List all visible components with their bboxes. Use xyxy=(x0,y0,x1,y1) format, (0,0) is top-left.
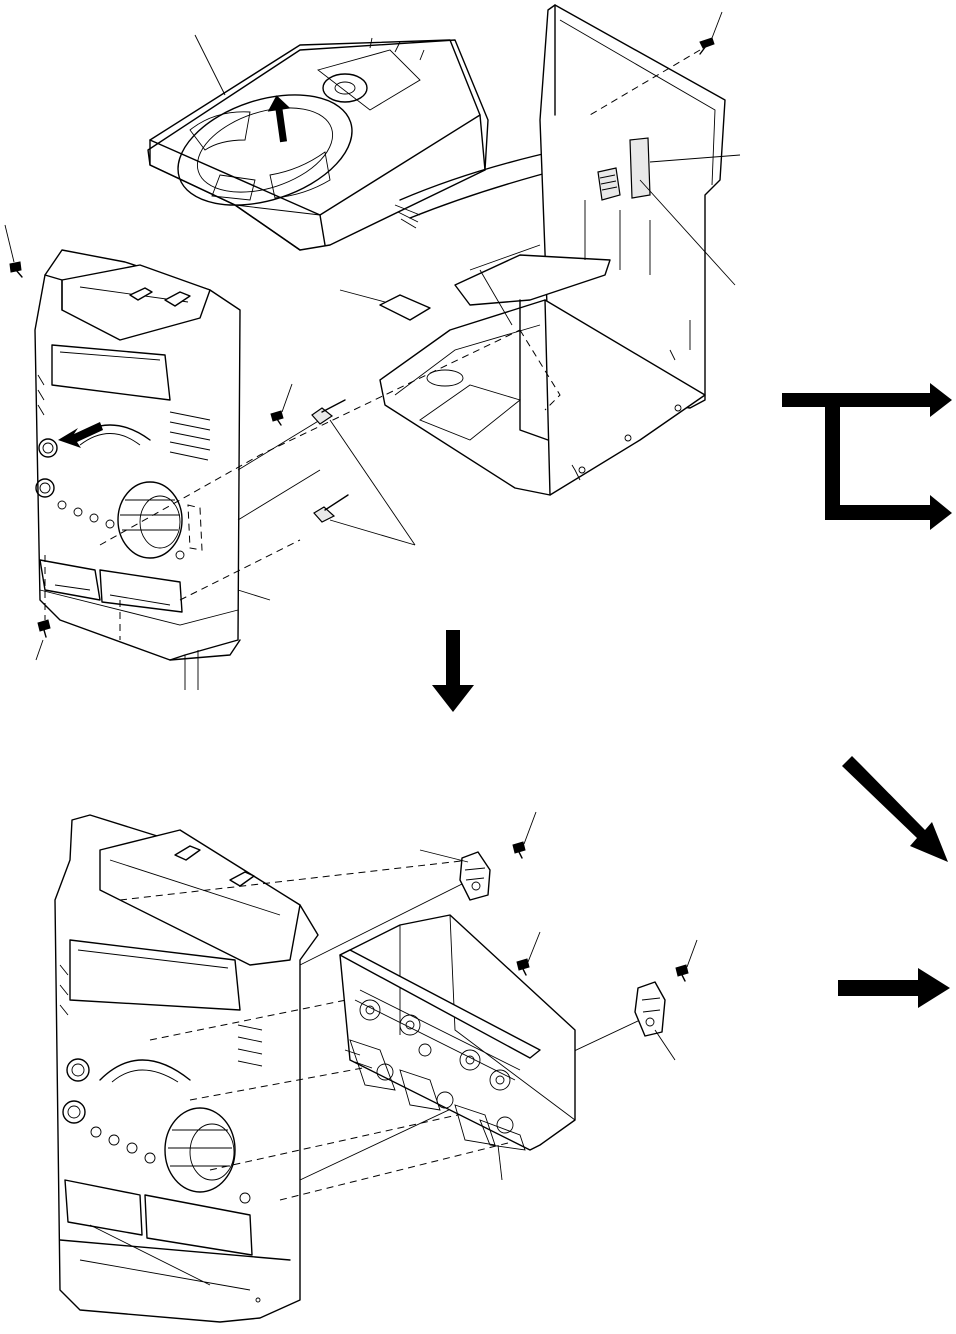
step-down-arrow xyxy=(432,630,474,712)
bracket-board-left xyxy=(420,850,490,900)
screw-icon xyxy=(271,384,292,425)
screw-icon xyxy=(36,620,50,660)
screw-icon xyxy=(676,940,697,981)
bracket-board-right xyxy=(635,982,675,1060)
right-next-arrow xyxy=(838,968,950,1008)
front-panel-upper xyxy=(35,250,520,690)
diagonal-next-arrow xyxy=(842,756,948,862)
screw-icon xyxy=(700,12,722,54)
ribbon-connectors xyxy=(312,400,415,545)
screw-icon xyxy=(513,812,536,858)
screw-icon xyxy=(517,932,540,975)
deck-mechanism-board xyxy=(340,915,575,1180)
label-plate xyxy=(340,290,430,320)
screw-icon xyxy=(5,225,22,277)
branch-arrows xyxy=(782,383,952,530)
